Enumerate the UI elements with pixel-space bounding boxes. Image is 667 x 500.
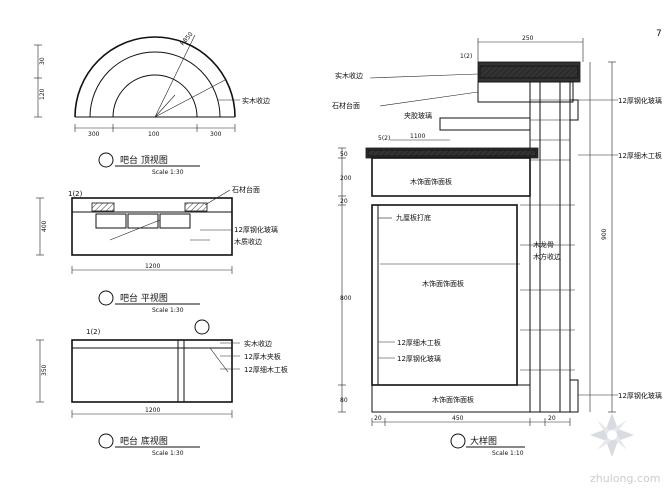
section-label-panel-1: 木饰面饰面板 [410,177,452,186]
plan-label-1: 12厚钢化玻璃 [234,225,278,234]
lower-plan-label-1: 实木收边 [244,339,272,348]
section-label-panel-3: 木饰面饰面板 [422,279,464,288]
section-label-panel-2: 九厘板打底 [396,213,431,222]
section-label-top-1: 实木收边 [335,71,363,80]
arc-mid [89,51,221,118]
plan-hatch-right [184,202,208,212]
plan-dim-left: 400 [41,220,48,232]
section-title: 大样图 [470,435,497,447]
top-plan-dim-left-2: 120 [39,88,46,100]
section-slab-dim: 1100 [410,133,425,140]
section-right-label-3: 12厚钢化玻璃 [618,391,662,400]
plan-title: 吧台 平视图 [120,292,168,304]
plan-scale: Scale 1:30 [152,307,184,314]
arc-outer [74,36,236,118]
section-dim-bottom-2: 450 [452,415,464,422]
section-label-frame-1: 木龙骨 [533,240,554,249]
section-scale: Scale 1:10 [492,450,524,457]
lower-plan-scale: Scale 1:30 [152,450,184,457]
section-drawer [371,157,531,197]
top-plan-dim-left-1: 30 [39,57,46,65]
lower-plan-outline [71,339,233,403]
top-plan-label-edge: 实木收边 [242,96,270,105]
plan-label-2: 木质收边 [234,237,262,246]
plan-section-mark: 1(2) [68,190,83,198]
section-right-label-2: 12厚细木工板 [618,151,662,160]
radius-label: R850 [179,31,195,48]
plan-dim-bottom: 1200 [145,263,160,270]
section-mark-slab: 5(2) [378,135,390,142]
section-dim-left-5: 80 [340,397,348,404]
plan-view: 1(2) 石材台面 12厚钢化玻璃 木质收边 1200 400 吧台 平视图 S… [36,185,278,314]
plan-label-top: 石材台面 [232,185,260,194]
section-title-bubble [450,433,466,449]
section-dim-top: 250 [522,35,534,42]
lower-plan-title-bubble [98,433,114,449]
lower-plan-label-2: 12厚木夹板 [244,352,281,361]
plan-title-bubble [98,290,114,306]
lower-plan-section-mark: 1(2) [86,328,101,336]
section-dim-bottom-1: 20 [374,415,382,422]
top-plan-dim-1: 300 [88,131,100,138]
section-label-board-2: 12厚钢化玻璃 [397,354,441,363]
section-label-top-2: 石材台面 [332,101,360,110]
section-label-base: 木饰面饰面板 [432,395,474,404]
corner-mark: 7 [656,29,662,39]
section-dim-right: 900 [601,228,608,240]
watermark-logo: zhulong.com [590,413,660,485]
section-mark-top: 1(2) [460,53,472,60]
watermark-text: zhulong.com [590,472,660,485]
top-plan-scale: Scale 1:30 [152,169,184,176]
section-base [371,384,531,413]
section-dim-left-3: 20 [340,198,348,205]
section-label-glass: 夹胶玻璃 [404,111,432,120]
section-dim-left-2: 200 [340,175,352,182]
section-dim-bottom-3: 20 [548,415,556,422]
lower-plan-title: 吧台 底视图 [120,435,168,447]
lower-plan-label-3: 12厚细木工板 [244,365,288,374]
lower-plan-view: 1(2) 实木收边 12厚木夹板 12厚细木工板 1200 350 吧台 底视图… [36,319,288,457]
top-plan-view: R850 实木收边 300 100 300 30 120 吧台 顶视图 Scal… [34,31,270,176]
arc-inner [112,74,198,118]
lower-plan-dim-bottom: 1200 [145,407,160,414]
section-dim-left-1: 50 [340,151,348,158]
section-label-board-1: 12厚细木工板 [397,338,441,347]
top-plan-dim-3: 300 [210,131,222,138]
plan-hatch-left [91,202,115,212]
section-label-frame-2: 木方收边 [533,252,561,261]
section-dim-left-4: 800 [340,295,352,302]
top-plan-dim-2: 100 [148,131,160,138]
top-plan-title-bubble [98,152,114,168]
top-plan-title: 吧台 顶视图 [120,154,168,166]
section-right-label-1: 12厚钢化玻璃 [618,96,662,105]
section-column [529,81,571,413]
lower-plan-dim-left: 350 [41,364,48,376]
section-view: 250 1(2) 实木收边 石材台面 夹胶玻璃 1100 5(2) 木饰面饰面板 [332,35,662,457]
